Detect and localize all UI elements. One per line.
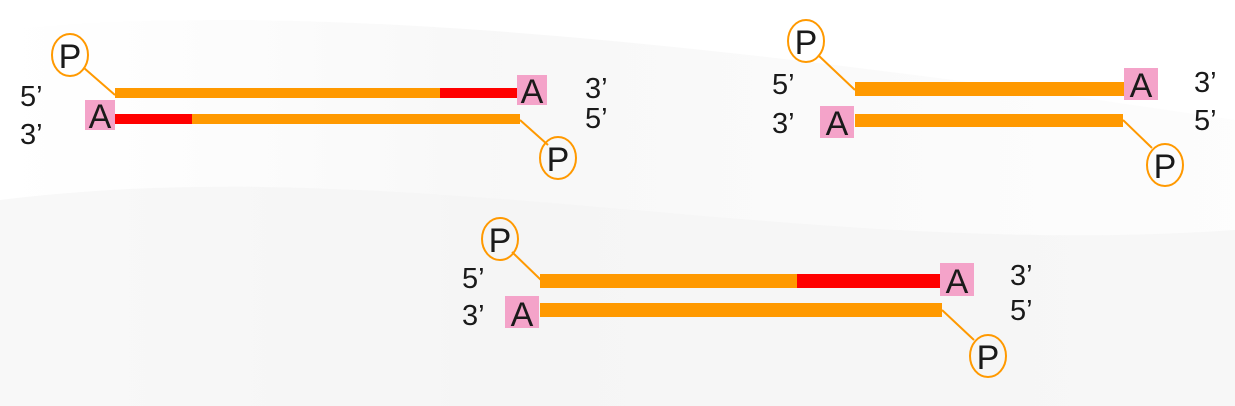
bottom-strand-highlight bbox=[115, 114, 192, 124]
adenine-overhang bbox=[85, 100, 115, 130]
bottom-strand bbox=[855, 114, 1123, 127]
adenine-overhang bbox=[517, 75, 547, 105]
phosphate-label: P bbox=[977, 339, 1000, 377]
phosphate-icon bbox=[969, 334, 1007, 378]
adenine-label: A bbox=[511, 296, 534, 334]
phosphate-icon bbox=[481, 217, 519, 261]
three-prime-label: 3’ bbox=[585, 73, 608, 105]
three-prime-label: 3’ bbox=[1194, 67, 1217, 99]
phosphate-bond bbox=[511, 251, 542, 281]
phosphate-label: P bbox=[547, 141, 570, 179]
adenine-label: A bbox=[89, 98, 112, 136]
five-prime-label: 5’ bbox=[772, 69, 795, 101]
phosphate-bond bbox=[83, 67, 116, 96]
top-strand-highlight bbox=[797, 274, 940, 288]
adenine-overhang bbox=[505, 296, 539, 328]
three-prime-label: 3’ bbox=[20, 119, 43, 151]
phosphate-bond bbox=[941, 309, 975, 341]
phosphate-bond bbox=[817, 54, 856, 91]
three-prime-label: 3’ bbox=[1010, 260, 1033, 292]
phosphate-icon bbox=[51, 33, 89, 77]
adenine-overhang bbox=[940, 263, 974, 296]
top-strand-highlight bbox=[440, 88, 520, 98]
phosphate-icon bbox=[1146, 143, 1184, 187]
phosphate-label: P bbox=[59, 38, 82, 76]
phosphate-label: P bbox=[489, 222, 512, 260]
adenine-label: A bbox=[1130, 67, 1153, 105]
phosphate-icon bbox=[787, 19, 825, 63]
bottom-strand bbox=[540, 303, 942, 317]
five-prime-label: 5’ bbox=[585, 103, 608, 135]
phosphate-bond bbox=[1122, 119, 1153, 149]
top-strand bbox=[115, 88, 520, 98]
phosphate-label: P bbox=[795, 24, 818, 62]
adenine-label: A bbox=[946, 263, 969, 301]
top-strand bbox=[855, 82, 1125, 96]
five-prime-label: 5’ bbox=[462, 263, 485, 295]
adenine-label: A bbox=[521, 73, 544, 111]
five-prime-label: 5’ bbox=[20, 81, 43, 113]
five-prime-label: 5’ bbox=[1194, 105, 1217, 137]
phosphate-label: P bbox=[1154, 148, 1177, 186]
five-prime-label: 5’ bbox=[1010, 295, 1033, 327]
phosphate-icon bbox=[539, 136, 577, 180]
adenine-label: A bbox=[826, 105, 849, 143]
adenine-overhang bbox=[1124, 68, 1158, 100]
three-prime-label: 3’ bbox=[462, 300, 485, 332]
adenine-overhang bbox=[820, 106, 854, 138]
phosphate-bond bbox=[519, 119, 549, 146]
bottom-strand bbox=[115, 114, 520, 124]
three-prime-label: 3’ bbox=[772, 108, 795, 140]
